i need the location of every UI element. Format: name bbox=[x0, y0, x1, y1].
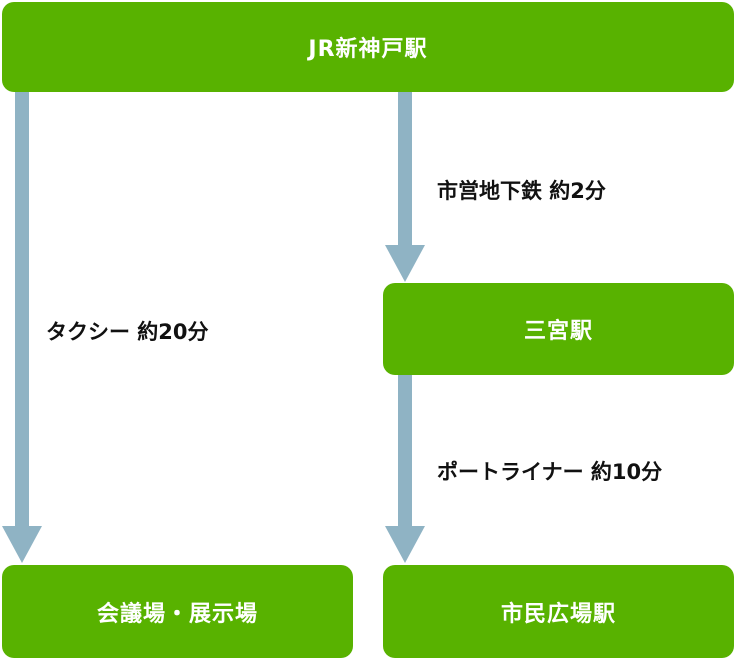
arrow-subway bbox=[385, 92, 425, 282]
edge-label-subway: 市営地下鉄 約2分 bbox=[437, 179, 606, 203]
node-shimin-hiroba-label: 市民広場駅 bbox=[500, 601, 616, 627]
node-jr-shin-kobe-station: JR新神戸駅 bbox=[2, 2, 734, 92]
node-venue: 会議場・展示場 bbox=[2, 565, 353, 658]
node-venue-label: 会議場・展示場 bbox=[96, 601, 258, 627]
edge-label-taxi: タクシー 約20分 bbox=[46, 320, 209, 344]
arrow-taxi bbox=[2, 92, 42, 563]
node-jr-shin-kobe-label: JR新神戸駅 bbox=[308, 37, 428, 62]
node-sannomiya-station: 三宮駅 bbox=[383, 283, 734, 375]
arrow-portliner bbox=[385, 375, 425, 563]
edge-label-portliner: ポートライナー 約10分 bbox=[437, 460, 663, 484]
node-shimin-hiroba-station: 市民広場駅 bbox=[383, 565, 734, 658]
node-sannomiya-label: 三宮駅 bbox=[523, 319, 593, 344]
